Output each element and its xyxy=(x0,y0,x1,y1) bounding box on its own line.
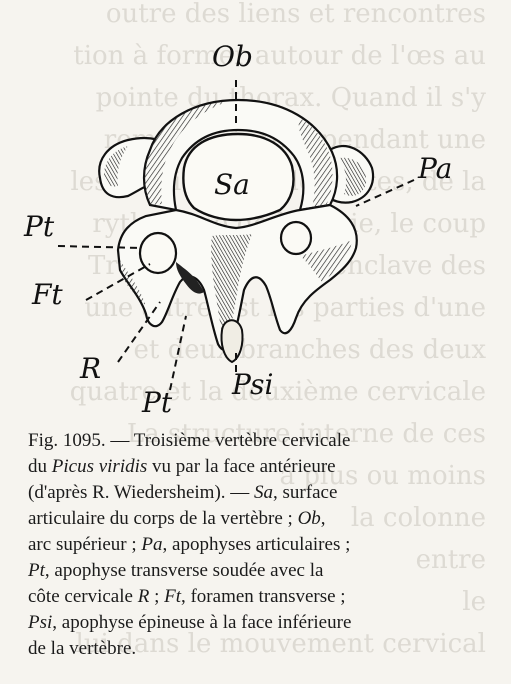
label-ob: Ob xyxy=(212,40,253,73)
label-r: R xyxy=(79,352,101,385)
caption-line-7: côte cervicale R ; Ft, foramen transvers… xyxy=(28,584,496,610)
vertebra-figure: Ob Sa Pa Pt Ft R Pt Psi xyxy=(0,0,511,420)
species-name: Picus viridis xyxy=(52,456,148,477)
caption-line-8: Psi, apophyse épineuse à la face inférie… xyxy=(28,610,496,636)
label-pa: Pa xyxy=(417,152,452,185)
label-psi: Psi xyxy=(231,368,273,401)
caption-line-2: du Picus viridis vu par la face antérieu… xyxy=(28,454,496,480)
caption-line-6: Pt, apophyse transverse soudée avec la xyxy=(28,558,496,584)
label-sa: Sa xyxy=(214,168,250,201)
figure-number: Fig. 1095. xyxy=(28,430,106,451)
label-ft: Ft xyxy=(31,278,63,311)
caption-line-5: arc supérieur ; Pa, apophyses articulair… xyxy=(28,532,496,558)
spinous-process-tip xyxy=(221,320,242,362)
caption-line-1: Fig. 1095. — Troisième vertèbre cervical… xyxy=(28,428,496,454)
caption-line-4: articulaire du corps de la vertèbre ; Ob… xyxy=(28,506,496,532)
label-pt-left: Pt xyxy=(23,210,55,243)
caption-line-3: (d'après R. Wiedersheim). — Sa, surface xyxy=(28,480,496,506)
left-foramen xyxy=(140,233,176,273)
label-pt-bottom: Pt xyxy=(141,386,173,419)
figure-caption: Fig. 1095. — Troisième vertèbre cervical… xyxy=(28,428,496,662)
right-foramen xyxy=(281,222,311,254)
caption-line-9: de la vertèbre. xyxy=(28,636,496,662)
